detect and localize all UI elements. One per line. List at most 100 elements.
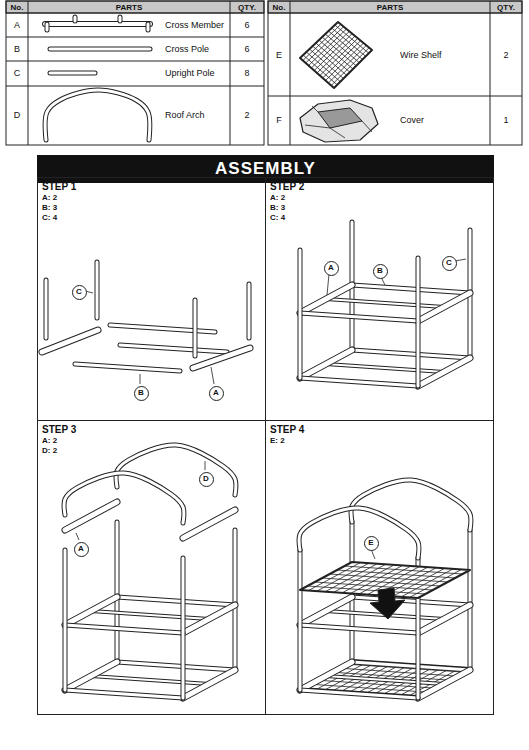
cross-pole [326,676,444,684]
wire-shelf [345,566,463,574]
cross-pole [352,662,470,670]
cross-pole [352,285,470,293]
step-heading: STEP 2 [270,181,304,193]
table-cell: 2 [503,50,508,61]
wire-shelf-icon [319,40,353,69]
table-cell: C [14,68,21,79]
upright-pole [233,530,238,670]
cross-member-icon [146,24,151,30]
table-rule [28,1,29,145]
upright-pole [416,258,421,386]
table-rule [6,61,264,62]
upright-pole-icon [50,72,95,75]
cross-member [65,597,117,625]
cross-member [300,285,352,313]
part-count: E: 2 [270,436,285,446]
table-frame [6,1,264,145]
table-cell: E [276,50,282,61]
upright-pole [182,558,185,698]
wire-shelf-icon [303,55,337,85]
cross-member [418,358,470,386]
roof-arch-icon [45,90,149,140]
leader-line [455,259,466,261]
callout-letter: A [74,542,89,557]
cross-pole [91,676,209,684]
callout-letter: A [328,263,334,273]
callout-letter: B [377,266,383,276]
table-header [268,1,522,13]
cross-pole [110,325,215,332]
step-panel: STEP 1A: 2B: 3C: 4CBA [37,177,266,421]
wire-shelf-icon [316,43,350,72]
cross-member-icon [147,24,150,30]
table-header: No. [273,2,286,13]
cross-member [65,597,117,625]
step-panel: STEP 3A: 2D: 2DA [37,420,266,715]
cross-pole [300,378,418,386]
roof-arch [116,445,236,495]
upright-pole [96,262,99,318]
table-cell: B [14,44,20,55]
roof-arch [64,473,184,523]
cross-member [418,605,470,633]
step-heading: STEP 1 [42,181,76,193]
cross-pole [300,690,418,698]
cross-pole [326,299,444,307]
cover-icon [362,121,372,132]
table-cell: 1 [503,115,508,126]
step-heading: STEP 3 [42,424,76,436]
cross-pole [65,625,183,633]
cover-icon [305,125,345,138]
cross-member [418,670,470,698]
callout-letter: A [213,388,219,398]
cross-member [300,662,352,690]
cross-pole-icon [50,47,150,52]
cross-pole [300,625,418,633]
step-panel: STEP 2A: 2B: 3C: 4ABC [265,177,494,421]
cross-pole-icon [50,48,150,51]
cross-member-icon [119,17,122,21]
wire-shelf [330,574,448,582]
cross-member [418,293,470,321]
table-rule [268,96,522,97]
cross-pole [75,364,180,371]
cross-member [418,293,470,321]
cross-member [65,502,117,530]
upright-pole [181,558,186,698]
cross-member [183,510,235,538]
table-cell: Upright Pole [165,68,215,79]
cover-icon [318,108,362,128]
cross-pole [117,662,235,670]
cross-pole [352,285,470,293]
cross-pole [117,597,235,605]
wire-shelf-icon [310,49,344,79]
upright-pole [234,530,237,670]
cross-pole [352,350,470,358]
table-cell: D [14,110,21,121]
table-cell: Cross Member [165,20,224,31]
cross-member [65,662,117,690]
upright-pole [45,280,48,338]
upright-pole [194,300,197,356]
table-header: PARTS [116,2,143,13]
callout-letter: C [446,258,452,268]
upright-pole [417,258,420,386]
wire-shelf-icon [306,52,340,82]
roof-arch [299,508,419,558]
cross-member-icon [118,17,123,21]
cross-member [418,605,470,633]
cross-pole [326,364,444,372]
roof-arch [116,445,236,495]
wire-shelf-icon [329,31,363,60]
callout-letter: A [324,261,339,276]
callout-letter: C [442,256,457,271]
wire-shelf [307,586,425,594]
cross-pole [91,611,209,619]
table-cell: Cross Pole [165,44,209,55]
roof-arch [351,480,471,530]
part-count: A: 2 [42,436,57,446]
part-count: C: 4 [270,213,285,223]
banner-title: ASSEMBLY [215,159,316,179]
table-cell: 6 [244,44,249,55]
leader-line [327,274,329,295]
